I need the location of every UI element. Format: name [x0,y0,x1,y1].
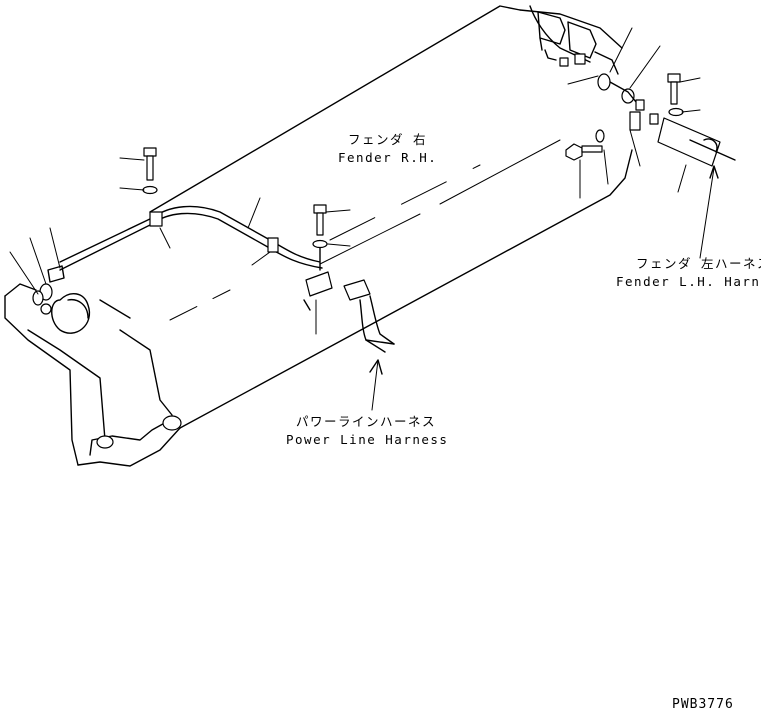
connector-block [537,11,597,67]
fender-lh-harness-label-jp: フェンダ 左ハーネス [636,256,761,271]
fender-rh-label-en: Fender R.H. [338,150,437,165]
bolt-right-top [667,73,701,117]
power-line-harness-label-jp: パワーラインハーネス [296,414,436,429]
bolt-left [119,147,158,195]
power-line-harness-label-en: Power Line Harness [286,432,448,447]
right-harness-parts [567,27,736,193]
fender-rh-label-jp: フェンダ 右 [348,132,427,147]
drawing-code: PWB3776 [672,697,734,712]
leader-lines [9,165,719,411]
fender-body [4,5,633,467]
power-line-connector [343,279,395,353]
harness-route [32,205,323,306]
bolt-center [303,204,351,335]
bolt-right-lower [565,129,609,199]
fender-lh-harness-label-en: Fender L.H. Harne [616,274,761,289]
